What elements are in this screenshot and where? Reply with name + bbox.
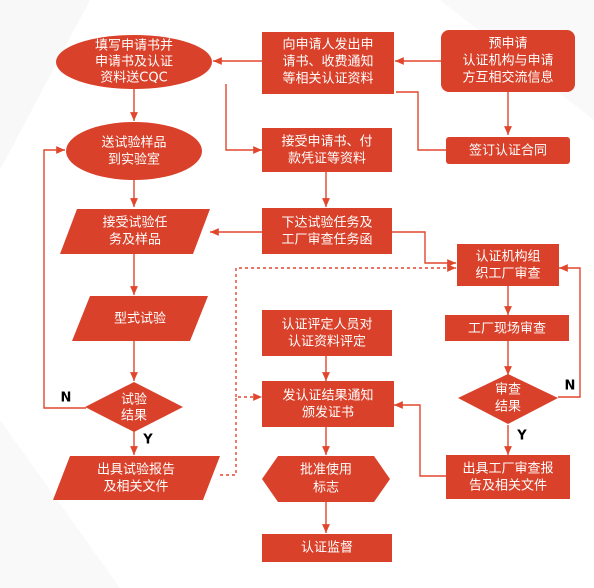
label-audit-yes: Y [516,429,527,444]
node-type-test[interactable]: 型式试验 [72,296,208,341]
node-send-samples-line-1: 送试验样品 [101,135,166,151]
node-approve-mark-line-2: 标志 [313,481,339,496]
node-factory-audit[interactable]: 工厂现场审查 [445,315,569,341]
node-send-samples[interactable]: 送试验样品 到实验室 [66,122,202,180]
edge-dashed-to-audit [235,264,456,397]
node-sign-contract[interactable]: 签订认证合同 [446,137,570,164]
node-issue-cert[interactable]: 发认证结果通知 颁发证书 [262,381,394,427]
node-approve-mark[interactable]: 批准使用 标志 [262,456,390,502]
node-type-test-label: 型式试验 [114,311,166,327]
node-audit-report[interactable]: 出具工厂审查报 告及相关文件 [446,455,570,499]
edge-tasks-to-audit [392,231,456,267]
node-evaluation-line-2: 认证资料评定 [288,335,366,350]
label-test-no: N [61,391,72,406]
node-fill-application-line-2: 申请书及认证 [95,55,173,70]
node-supervision[interactable]: 认证监督 [262,534,392,562]
node-sign-contract-label: 签订认证合同 [469,143,547,159]
node-test-result-decision[interactable]: 试验 结果 [85,382,183,432]
node-issue-notice-line-3: 等相关认证资料 [282,71,373,87]
edge-audit-result-no [558,264,581,398]
edge-contract-to-notice [396,91,446,151]
node-issue-notice[interactable]: 向申请人发出申 请书、收费通知 等相关认证资料 [262,32,394,94]
node-supervision-label: 认证监督 [301,541,353,556]
node-issue-notice-line-2: 请书、收费通知 [282,54,373,70]
node-issue-notice-line-1: 向申请人发出申 [282,37,373,53]
node-audit-report-line-2: 告及相关文件 [469,479,547,494]
node-pre-application-line-1: 预申请 [488,37,527,52]
node-receive-application-line-2: 款凭证等资料 [288,151,366,167]
edges [43,57,581,533]
node-issue-tasks-line-2: 工厂审查任务函 [281,232,372,248]
edge-test-result-no [43,146,86,409]
node-test-result-line-1: 试验 [121,392,147,408]
label-test-yes: Y [142,433,153,448]
node-factory-audit-label: 工厂现场审查 [468,322,546,337]
node-organize-audit[interactable]: 认证机构组 织工厂审查 [457,244,559,286]
edge-report-to-cert [220,393,262,476]
node-organize-audit-line-2: 织工厂审查 [475,267,540,282]
node-pre-application[interactable]: 预申请 认证机构与申请 方互相交流信息 [441,30,575,92]
node-audit-result-decision[interactable]: 审查 结果 [458,374,558,424]
node-fill-application[interactable]: 填写申请书并 申请书及认证 资料送CQC [56,35,212,89]
node-organize-audit-line-1: 认证机构组 [475,250,540,265]
node-test-report-line-2: 及相关文件 [103,480,168,495]
node-issue-cert-line-1: 发认证结果通知 [282,388,373,404]
node-evaluation-line-1: 认证评定人员对 [281,318,372,333]
node-audit-result-line-1: 审查 [495,383,521,398]
node-issue-tasks[interactable]: 下达试验任务及 工厂审查任务函 [262,208,392,254]
node-receive-application-line-1: 接受申请书、付 [281,134,372,150]
node-audit-report-line-1: 出具工厂审查报 [462,462,553,477]
node-receive-test-task-line-1: 接受试验任 [102,215,167,231]
node-issue-cert-line-2: 颁发证书 [302,405,354,421]
node-send-samples-line-2: 到实验室 [108,152,160,168]
node-test-report[interactable]: 出具试验报告 及相关文件 [53,456,220,500]
node-approve-mark-line-1: 批准使用 [300,462,352,478]
node-fill-application-line-3: 资料送CQC [100,71,167,86]
node-receive-test-task[interactable]: 接受试验任 务及样品 [60,209,210,254]
edge-fill-to-receive [225,84,262,154]
node-receive-application[interactable]: 接受申请书、付 款凭证等资料 [262,128,392,172]
node-audit-result-line-2: 结果 [495,400,521,415]
node-issue-tasks-line-1: 下达试验任务及 [281,215,372,231]
edge-audit-report-to-cert [394,401,446,477]
node-test-report-line-1: 出具试验报告 [97,462,175,478]
node-receive-test-task-line-2: 务及样品 [109,232,161,248]
node-pre-application-line-3: 方互相交流信息 [462,70,553,86]
node-pre-application-line-2: 认证机构与申请 [462,54,553,69]
node-test-result-line-2: 结果 [121,409,147,424]
node-evaluation[interactable]: 认证评定人员对 认证资料评定 [262,310,392,356]
node-fill-application-line-1: 填写申请书并 [95,39,173,54]
label-audit-no: N [565,379,576,394]
